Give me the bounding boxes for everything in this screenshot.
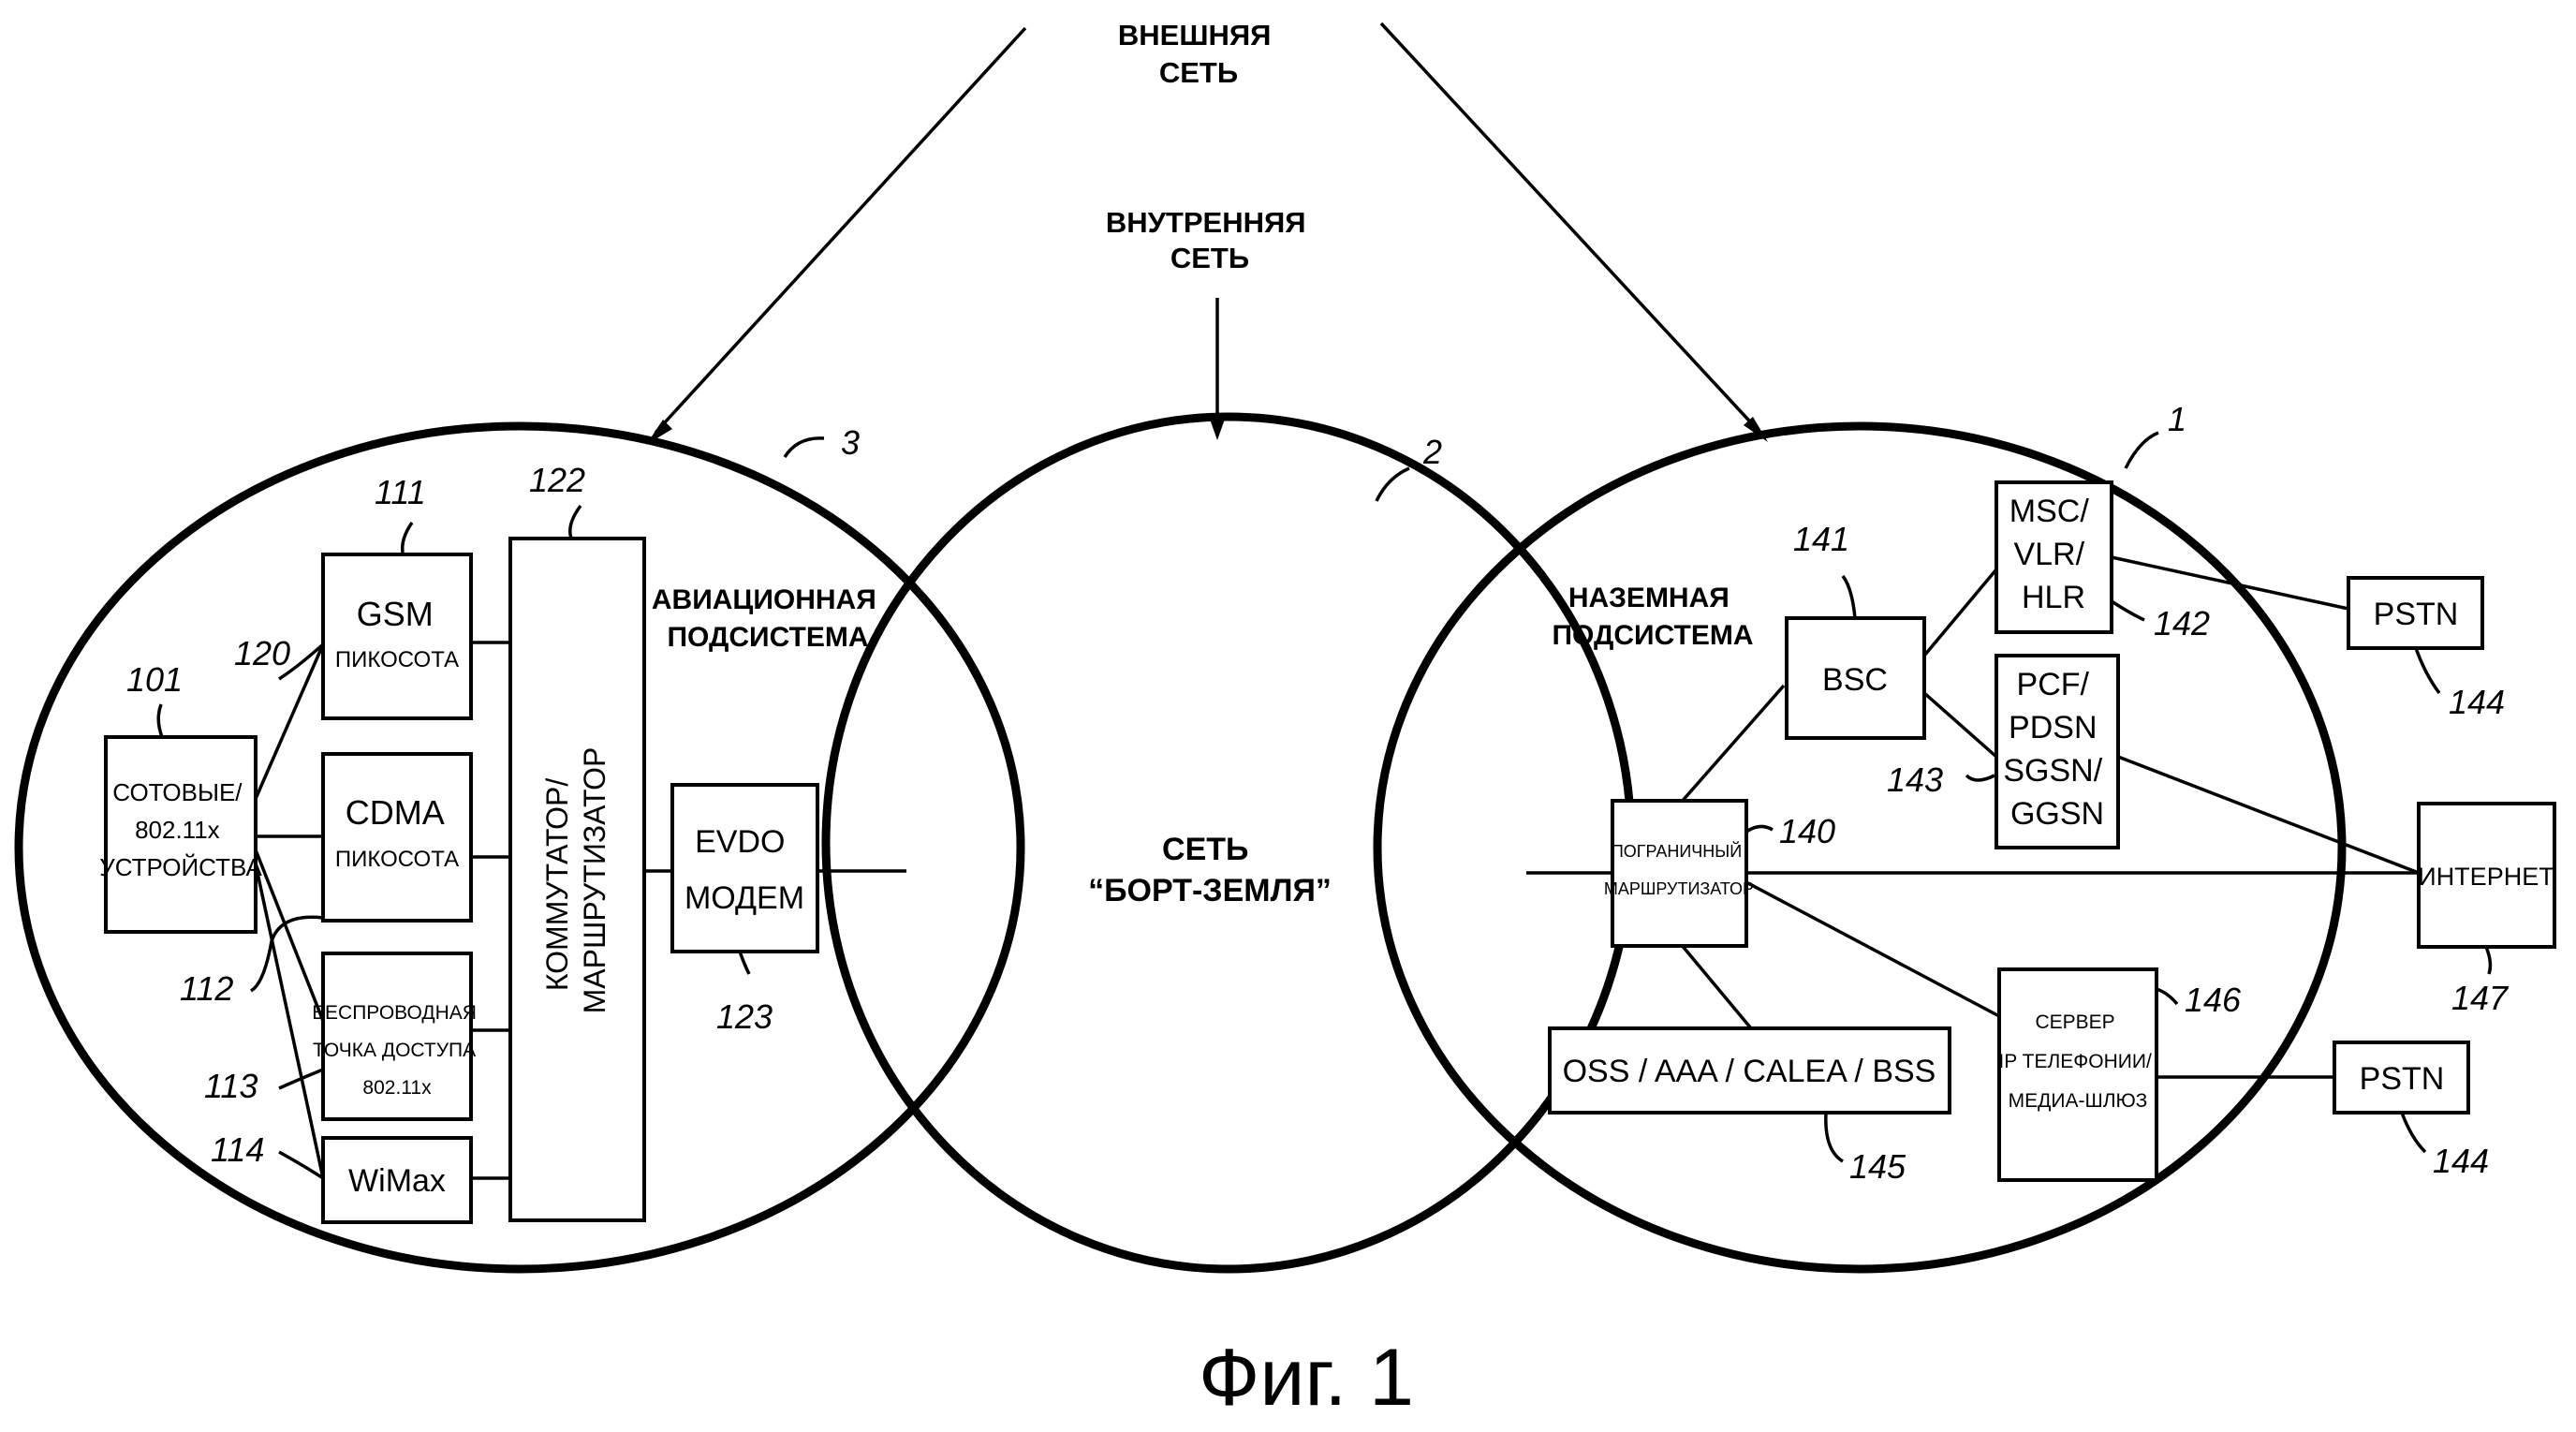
external-network-label: ВНЕШНЯЯ СЕТЬ	[1118, 19, 1279, 89]
ref-2: 2	[1422, 433, 1442, 471]
ip-telephony-server-box	[1997, 967, 2158, 1182]
ip-telephony-server-label: СЕРВЕР IP ТЕЛЕФОНИИ/ МЕДИА-ШЛЮЗ	[1998, 1011, 2156, 1112]
internet-label: ИНТЕРНЕТ	[2418, 863, 2554, 891]
pcf-pdsn-box	[1995, 654, 2120, 849]
ref-142: 142	[2154, 604, 2210, 642]
msc-vlr-hlr-label: MSC/ VLR/ HLR	[2009, 494, 2098, 615]
border-router-box	[1611, 799, 1748, 948]
evdo-modem-box	[670, 783, 819, 953]
ref-3: 3	[841, 423, 860, 462]
ref-114: 114	[211, 1130, 264, 1169]
air-ground-network-label: СЕТЬ “БОРТ-ЗЕМЛЯ”	[1088, 832, 1332, 908]
cellular-devices-box	[104, 735, 258, 934]
wireless-access-point-box	[321, 952, 473, 1121]
ref-144-bottom: 144	[2433, 1142, 2489, 1180]
ref-141: 141	[1793, 520, 1849, 558]
evdo-modem-label: EVDO МОДЕМ	[684, 824, 804, 916]
pcf-pdsn-label: PCF/ PDSN SGSN/ GGSN	[2003, 667, 2111, 832]
pstn-top-box	[2347, 576, 2484, 650]
internal-network-label: ВНУТРЕННЯЯ СЕТЬ	[1106, 206, 1314, 274]
ref-113: 113	[204, 1067, 258, 1105]
ref-120: 120	[234, 634, 290, 672]
ref-111: 111	[375, 473, 426, 511]
msc-vlr-hlr-box	[1995, 480, 2113, 634]
pstn-bottom-label: PSTN	[2360, 1061, 2445, 1097]
switch-router-label: КОММУТАТОР/ МАРШРУТИЗАТОР	[540, 747, 611, 1014]
ref-146: 146	[2185, 981, 2242, 1019]
ground-subsystem-label: НАЗЕМНАЯ ПОДСИСТЕМА	[1552, 583, 1753, 651]
aviation-subsystem-circle	[14, 421, 1025, 1274]
internal-network-arrow	[1208, 298, 1227, 440]
bsc-label: BSC	[1822, 662, 1888, 698]
reference-leader-lines	[156, 431, 2493, 1180]
aviation-connectors	[253, 641, 906, 1180]
wimax-label: WiMax	[348, 1163, 446, 1199]
ref-112: 112	[180, 969, 233, 1008]
ref-140: 140	[1779, 812, 1835, 850]
ref-144-top: 144	[2449, 683, 2505, 721]
external-network-arrows	[646, 22, 1768, 445]
ground-subsystem-circle	[1373, 421, 2347, 1274]
pstn-bottom-box	[2333, 1041, 2470, 1115]
ref-123: 123	[716, 997, 773, 1036]
gsm-picocell-label: GSM ПИКОСОТА	[335, 595, 459, 672]
gsm-picocell-box	[321, 553, 473, 720]
wireless-access-point-label: БЕСПРОВОДНАЯ ТОЧКА ДОСТУПА 802.11x	[312, 1002, 482, 1099]
bsc-box	[1785, 616, 1926, 740]
switch-router-box	[508, 537, 646, 1222]
cellular-devices-label: СОТОВЫЕ/ 802.11x УСТРОЙСТВА	[99, 778, 262, 881]
cdma-picocell-box	[321, 752, 473, 923]
internet-box	[2417, 802, 2556, 949]
figure-caption: Фиг. 1	[1199, 1333, 1414, 1423]
oss-aaa-calea-bss-box	[1548, 1026, 1951, 1115]
pstn-top-label: PSTN	[2374, 597, 2459, 632]
ref-143: 143	[1887, 760, 1943, 799]
ref-147: 147	[2451, 979, 2510, 1017]
ref-1: 1	[2168, 400, 2186, 438]
border-router-label: ПОГРАНИЧНЫЙ МАРШРУТИЗАТОР	[1604, 841, 1754, 898]
cdma-picocell-label: CDMA ПИКОСОТА	[335, 793, 459, 872]
ref-122: 122	[529, 461, 585, 499]
oss-aaa-calea-bss-label: OSS / AAA / CALEA / BSS	[1563, 1054, 1936, 1089]
wimax-box	[321, 1136, 473, 1224]
aviation-subsystem-label: АВИАЦИОННАЯ ПОДСИСТЕМА	[652, 584, 884, 653]
ref-101: 101	[126, 660, 183, 699]
ground-connectors	[1526, 555, 2420, 1079]
ref-145: 145	[1849, 1147, 1906, 1186]
